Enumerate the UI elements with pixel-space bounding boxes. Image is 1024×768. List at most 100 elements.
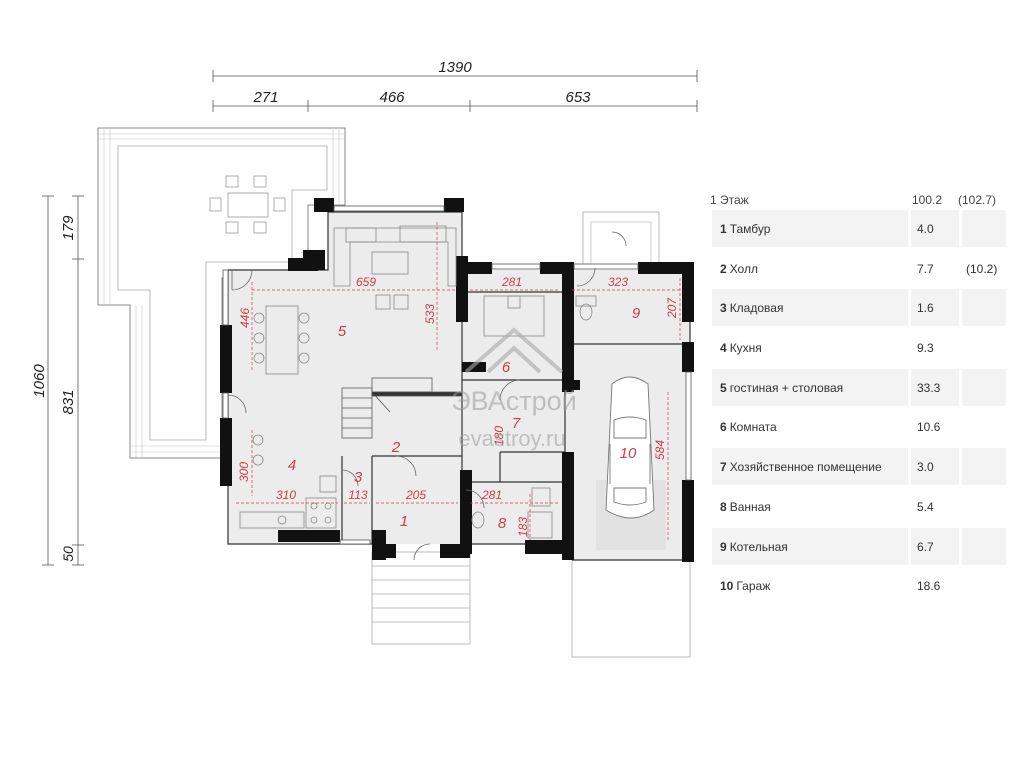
top-dimension-chain [212, 70, 698, 112]
room-area: 7.7 [917, 261, 934, 276]
room-dimension-10: 205 [405, 488, 426, 502]
room-area: 10.6 [917, 420, 941, 435]
room-area: 5.4 [917, 499, 934, 514]
floor-area-alt: (102.7) [958, 193, 997, 207]
watermark-brand: ЭВАстрой [451, 386, 577, 416]
room-dimension-11: 281 [481, 488, 502, 502]
legend-header: 1 Этаж 100.2 (102.7) [706, 190, 1006, 210]
watermark: ЭВАстрой evastroy.ru [451, 327, 577, 451]
room-num: 9 [720, 539, 727, 554]
room-dimension-2: 533 [423, 304, 437, 324]
room-name: Кухня [729, 341, 762, 356]
left-segment-dimension-2: 831 [60, 389, 77, 414]
boiler-porch [582, 211, 660, 267]
car [605, 376, 655, 519]
room-name: Тамбур [729, 222, 771, 236]
kitchen-furniture [239, 434, 337, 529]
bathroom-fixtures [471, 295, 597, 539]
room-area: 9.3 [917, 341, 934, 356]
watermark-site: evastroy.ru [458, 426, 565, 451]
room-name: Кладовая [729, 301, 784, 316]
room-number-8: 8 [498, 515, 507, 532]
top-segment-dimension-1: 271 [252, 89, 278, 106]
top-segment-dimension-3: 653 [565, 89, 591, 106]
terrace-table [209, 175, 286, 234]
left-segment-dimension-1: 179 [60, 215, 77, 241]
room-number-9: 9 [632, 305, 641, 322]
room-name: гостиная + столовая [729, 380, 844, 395]
room-dimension-3: 446 [238, 308, 252, 328]
room-area: 18.6 [917, 579, 941, 594]
room-dimension-1: 659 [356, 275, 376, 289]
top-total-dimension: 1390 [438, 59, 472, 76]
room-dimension-7: 300 [237, 462, 251, 482]
room-dimension-6: 207 [665, 297, 679, 319]
room-num: 5 [720, 380, 727, 395]
windows [222, 205, 692, 545]
room-number-6: 6 [502, 359, 511, 376]
floor-area: 100.2 [912, 193, 943, 207]
room-number-1: 1 [400, 513, 408, 530]
living-furniture [333, 225, 457, 310]
room-area: 4.0 [917, 222, 934, 236]
room-num: 10 [720, 579, 734, 594]
room-num: 6 [720, 420, 727, 435]
watermark-house-icon [464, 327, 564, 374]
entrance-steps [371, 551, 471, 645]
driveway [571, 551, 691, 658]
room-area: 1.6 [917, 301, 934, 316]
room-number-3: 3 [354, 469, 363, 486]
room-num: 4 [720, 341, 727, 356]
room-number-7: 7 [512, 415, 521, 432]
top-segment-dimension-2: 466 [379, 89, 405, 106]
room-num: 2 [720, 261, 727, 276]
room-name: Гараж [736, 579, 771, 594]
room-name: Холл [729, 261, 758, 276]
room-num: 3 [720, 301, 727, 316]
room-area: 6.7 [917, 539, 934, 554]
room-num: 1 [720, 222, 727, 236]
left-segment-dimension-3: 50 [60, 546, 76, 562]
room-name: Котельная [729, 539, 788, 554]
room-num: 7 [720, 460, 727, 475]
left-total-dimension: 1060 [31, 364, 48, 398]
room-name: Ванная [729, 499, 771, 514]
room-dimension-8: 310 [276, 488, 296, 502]
room-number-5: 5 [338, 323, 347, 340]
room-number-2: 2 [391, 439, 401, 456]
terrace [97, 127, 346, 459]
stair [341, 377, 463, 439]
room-dimension-lines [236, 222, 682, 540]
room-area: 3.0 [917, 460, 934, 475]
floor-plan: 1390 271 466 653 1060 179 831 50 [31, 59, 698, 658]
room-num: 8 [720, 499, 727, 514]
floor-area [228, 210, 690, 560]
room-number-4: 4 [288, 457, 296, 474]
room-name: Комната [729, 420, 777, 435]
doors [227, 231, 627, 561]
room-number-10: 10 [620, 445, 637, 462]
room-name: Хозяйственное помещение [729, 460, 882, 475]
room-dimension-13: 584 [653, 440, 667, 460]
room-area: 33.3 [917, 380, 941, 395]
room-dimension-12: 183 [516, 517, 530, 537]
room-dimension-4: 281 [501, 275, 522, 289]
room-dimension-14: 180 [492, 426, 506, 446]
room-dimension-9: 113 [348, 488, 367, 502]
room-dimension-5: 323 [608, 275, 628, 289]
room-6-furniture [483, 295, 545, 337]
dining-furniture [253, 305, 310, 375]
room-area-alt: (10.2) [966, 261, 998, 276]
floor-label: 1 Этаж [710, 193, 749, 207]
